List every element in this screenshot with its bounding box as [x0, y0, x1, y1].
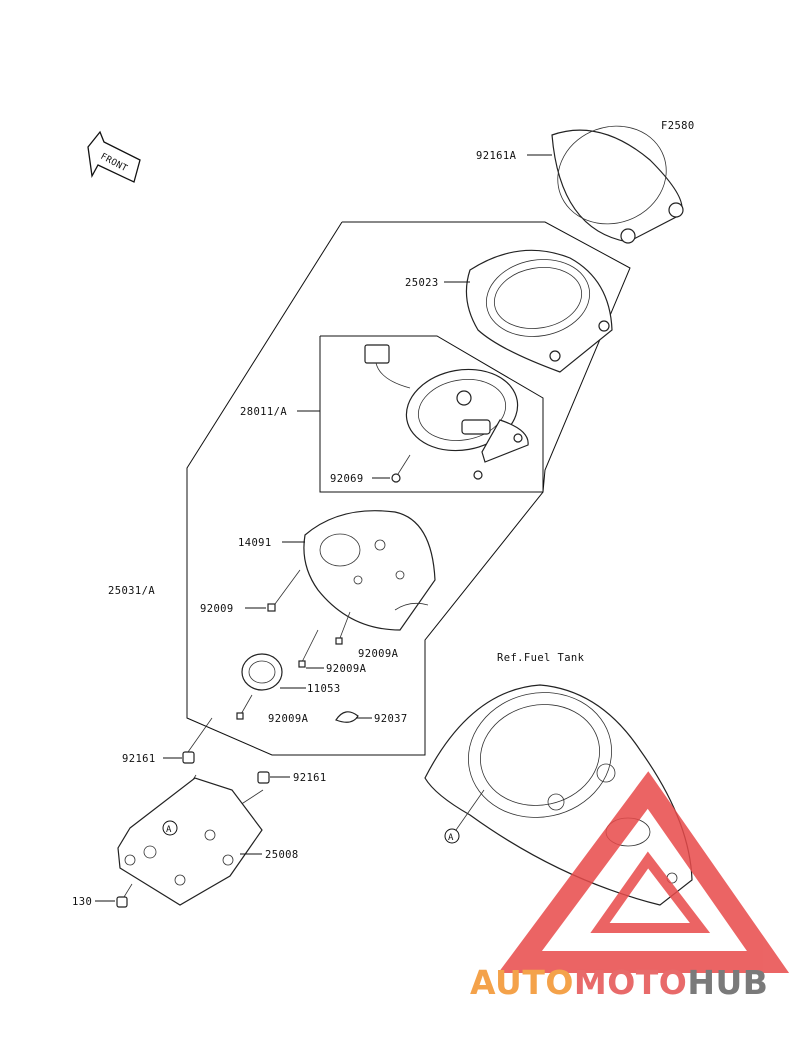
damper-92161-right [257, 771, 270, 784]
callout-92009a-2: 92009A [326, 663, 367, 675]
bolt-92009a-1 [335, 611, 351, 645]
marker-a-left: A [162, 820, 178, 836]
callout-92069: 92069 [330, 473, 364, 485]
callout-25008: 25008 [265, 849, 299, 861]
marker-a-right: A [444, 789, 485, 844]
watermark-text: AUTOMOTOHUB [470, 963, 768, 1002]
figure-code: F2580 [661, 120, 695, 132]
damper-92161-left [182, 751, 195, 764]
callout-92009a-3: 92009A [268, 713, 309, 725]
speedometer-28011a [364, 344, 529, 480]
callout-92009a-1: 92009A [358, 648, 399, 660]
clip-92037 [335, 711, 359, 723]
bolt-130 [116, 883, 133, 908]
screw-92069 [391, 454, 411, 483]
ring-11053 [241, 653, 283, 691]
callout-92037: 92037 [374, 713, 408, 725]
meter-case-25023 [465, 249, 613, 373]
callout-92161-right: 92161 [293, 772, 327, 784]
gasket-92161a [551, 125, 684, 244]
ref-fuel-tank-label: Ref.Fuel Tank [497, 652, 585, 664]
callout-130: 130 [72, 896, 92, 908]
callout-25023: 25023 [405, 277, 439, 289]
svg-text:A: A [448, 833, 454, 843]
callout-92161a: 92161A [476, 150, 517, 162]
housing-14091 [303, 510, 436, 631]
callout-11053: 11053 [307, 683, 341, 695]
watermark-logo [498, 771, 790, 973]
meter-subassembly-box [319, 335, 544, 493]
svg-text:A: A [166, 825, 172, 835]
front-arrow-icon: FRONT [87, 130, 141, 183]
callout-28011a: 28011/A [240, 406, 287, 418]
assembly-outline [186, 221, 631, 756]
callout-14091: 14091 [238, 537, 272, 549]
bolt-92009a-3 [236, 694, 253, 720]
bracket-25008 [117, 777, 263, 906]
bolt-92009a-2 [298, 629, 319, 668]
callout-92009: 92009 [200, 603, 234, 615]
callout-25031a: 25031/A [108, 585, 155, 597]
bolt-92009 [267, 569, 301, 612]
callout-92161-left: 92161 [122, 753, 156, 765]
